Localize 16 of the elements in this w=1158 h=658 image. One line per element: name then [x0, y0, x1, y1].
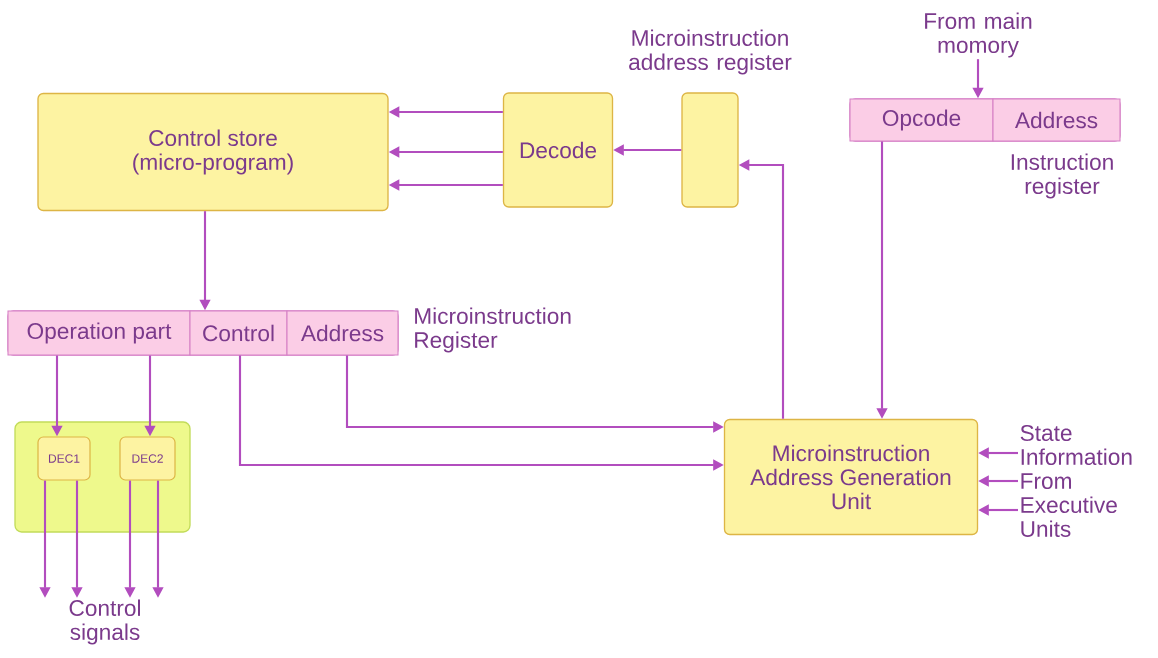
decode-box: Decode — [502, 92, 614, 208]
input-label: State Information From Executive Units — [1020, 425, 1132, 538]
register-label: Microinstruction Register — [415, 307, 571, 353]
unit-box: Microinstruction Address Generation Unit — [723, 418, 979, 536]
register-field: Control — [189, 310, 288, 356]
output-label: Control signals — [69, 599, 140, 645]
control-store-box: Control store (micro-program) — [37, 92, 389, 212]
register-field: Address — [286, 310, 399, 356]
register-field: Address — [992, 98, 1121, 142]
register-field: Opcode — [849, 98, 994, 142]
input-label: From main momory — [925, 12, 1032, 58]
register-label: Instruction register — [1011, 153, 1113, 199]
register-field: Operation part — [7, 310, 191, 356]
register-label: Microinstruction address register — [629, 29, 792, 75]
decoder-box: DEC1 — [37, 436, 91, 481]
decoder-box: DEC2 — [119, 436, 176, 481]
